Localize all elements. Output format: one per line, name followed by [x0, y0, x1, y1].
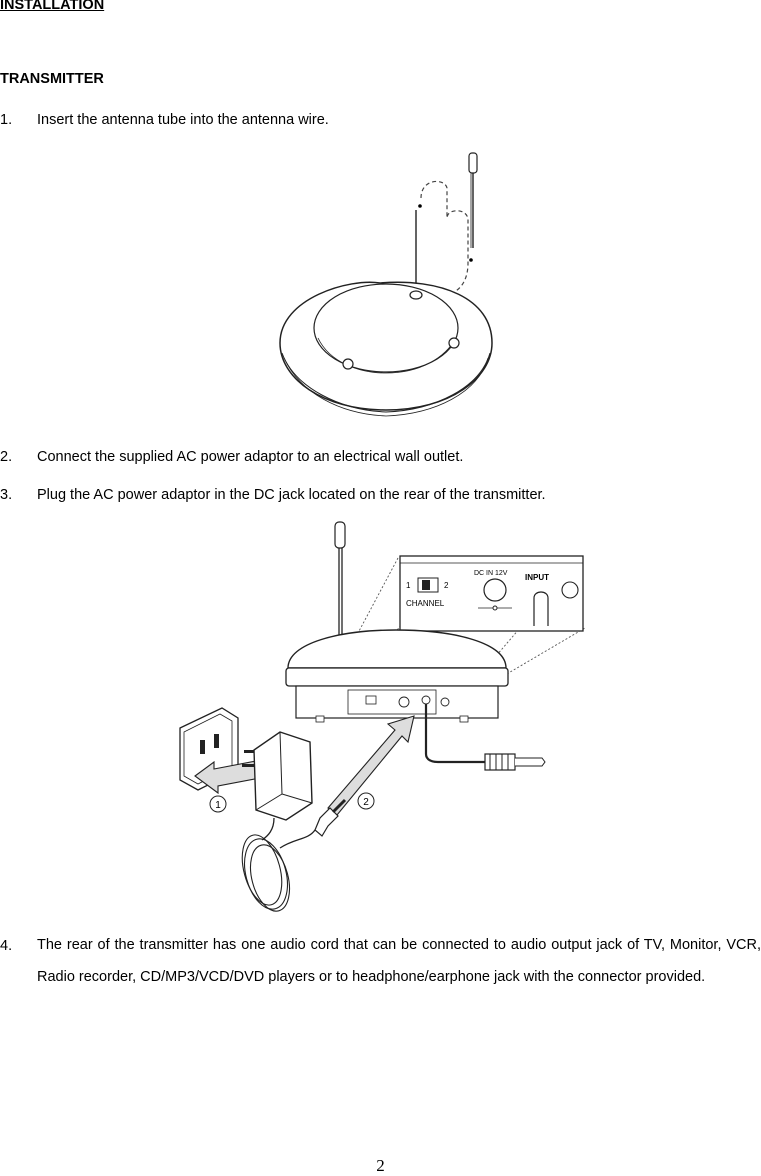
callout-2: 2: [363, 797, 369, 808]
step-number: 3.: [0, 487, 13, 503]
step-number: 2.: [0, 449, 13, 465]
panel-dc-label: DC IN 12V: [474, 570, 508, 577]
figure-antenna-insertion: [279, 152, 493, 417]
panel-channel-label: CHANNEL: [406, 599, 445, 608]
callout-1: 1: [215, 800, 221, 811]
step-number: 4.: [0, 938, 13, 954]
step-1: 1. Insert the antenna tube into the ante…: [0, 110, 761, 130]
step-4: 4. The rear of the transmitter has one a…: [0, 930, 761, 1030]
step-3: 3. Plug the AC power adaptor in the DC j…: [0, 485, 761, 505]
step-text: Insert the antenna tube into the antenna…: [37, 112, 329, 128]
section-title: INSTALLATION: [0, 0, 105, 13]
panel-channel-2-label: 2: [444, 581, 449, 590]
panel-channel-1-label: 1: [406, 581, 411, 590]
page-number: 2: [376, 1156, 385, 1175]
subsection-title: TRANSMITTER: [0, 71, 104, 87]
step-2: 2. Connect the supplied AC power adaptor…: [0, 447, 761, 467]
step-number: 1.: [0, 112, 13, 128]
step-text: Connect the supplied AC power adaptor to…: [37, 449, 464, 465]
step-text: The rear of the transmitter has one audi…: [37, 937, 761, 985]
figure-power-connection: 1 2 CHANNEL DC IN 12V INPUT 2 1: [179, 521, 586, 912]
panel-input-label: INPUT: [525, 573, 549, 582]
step-text: Plug the AC power adaptor in the DC jack…: [37, 487, 546, 503]
